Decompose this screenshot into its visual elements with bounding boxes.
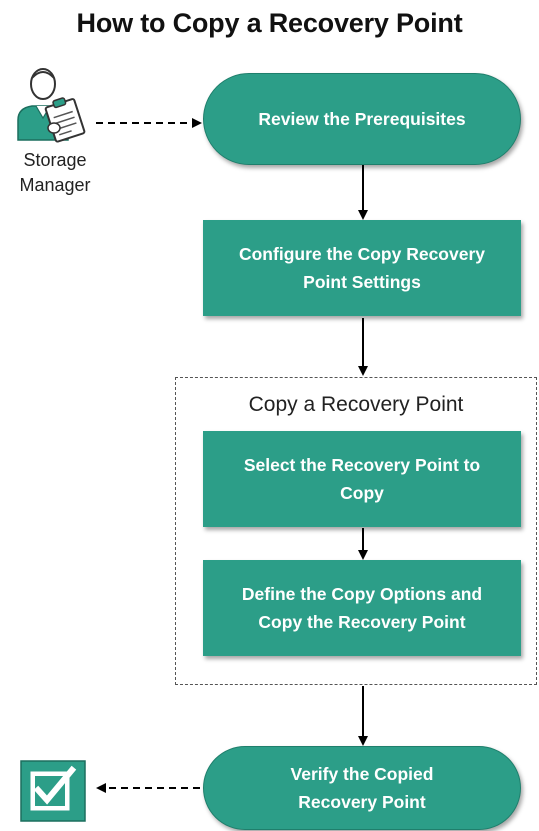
step-configure-label-line1: Configure the Copy Recovery <box>238 244 486 264</box>
step-select-recovery-point: Select the Recovery Point to Copy <box>203 431 521 527</box>
page-title: How to Copy a Recovery Point <box>76 8 463 38</box>
step-define-copy-options: Define the Copy Options and Copy the Rec… <box>203 560 521 656</box>
step-verify-label-line1: Verify the Copied <box>290 764 434 784</box>
actor-label: Storage Manager <box>0 148 110 198</box>
step-verify-label-line2: Recovery Point <box>298 792 426 812</box>
checkbox-checked-icon <box>20 760 86 822</box>
actor-label-line2: Manager <box>19 175 91 195</box>
step-define-label-line1: Define the Copy Options and <box>241 584 483 604</box>
step-define-label-line2: Copy the Recovery Point <box>258 612 466 632</box>
actor-label-line1: Storage <box>23 150 87 170</box>
step-review-label: Review the Prerequisites <box>258 109 466 129</box>
step-review-prerequisites: Review the Prerequisites <box>203 73 521 165</box>
step-select-label-line1: Select the Recovery Point to <box>243 455 481 475</box>
group-copy-recovery-point <box>175 377 537 685</box>
group-title: Copy a Recovery Point <box>248 393 464 416</box>
storage-manager-icon <box>17 68 86 143</box>
step-configure-label-line2: Point Settings <box>303 272 421 292</box>
step-select-label-line2: Copy <box>340 483 384 503</box>
step-configure-settings: Configure the Copy Recovery Point Settin… <box>203 220 521 316</box>
step-verify-copied: Verify the Copied Recovery Point <box>203 746 521 830</box>
